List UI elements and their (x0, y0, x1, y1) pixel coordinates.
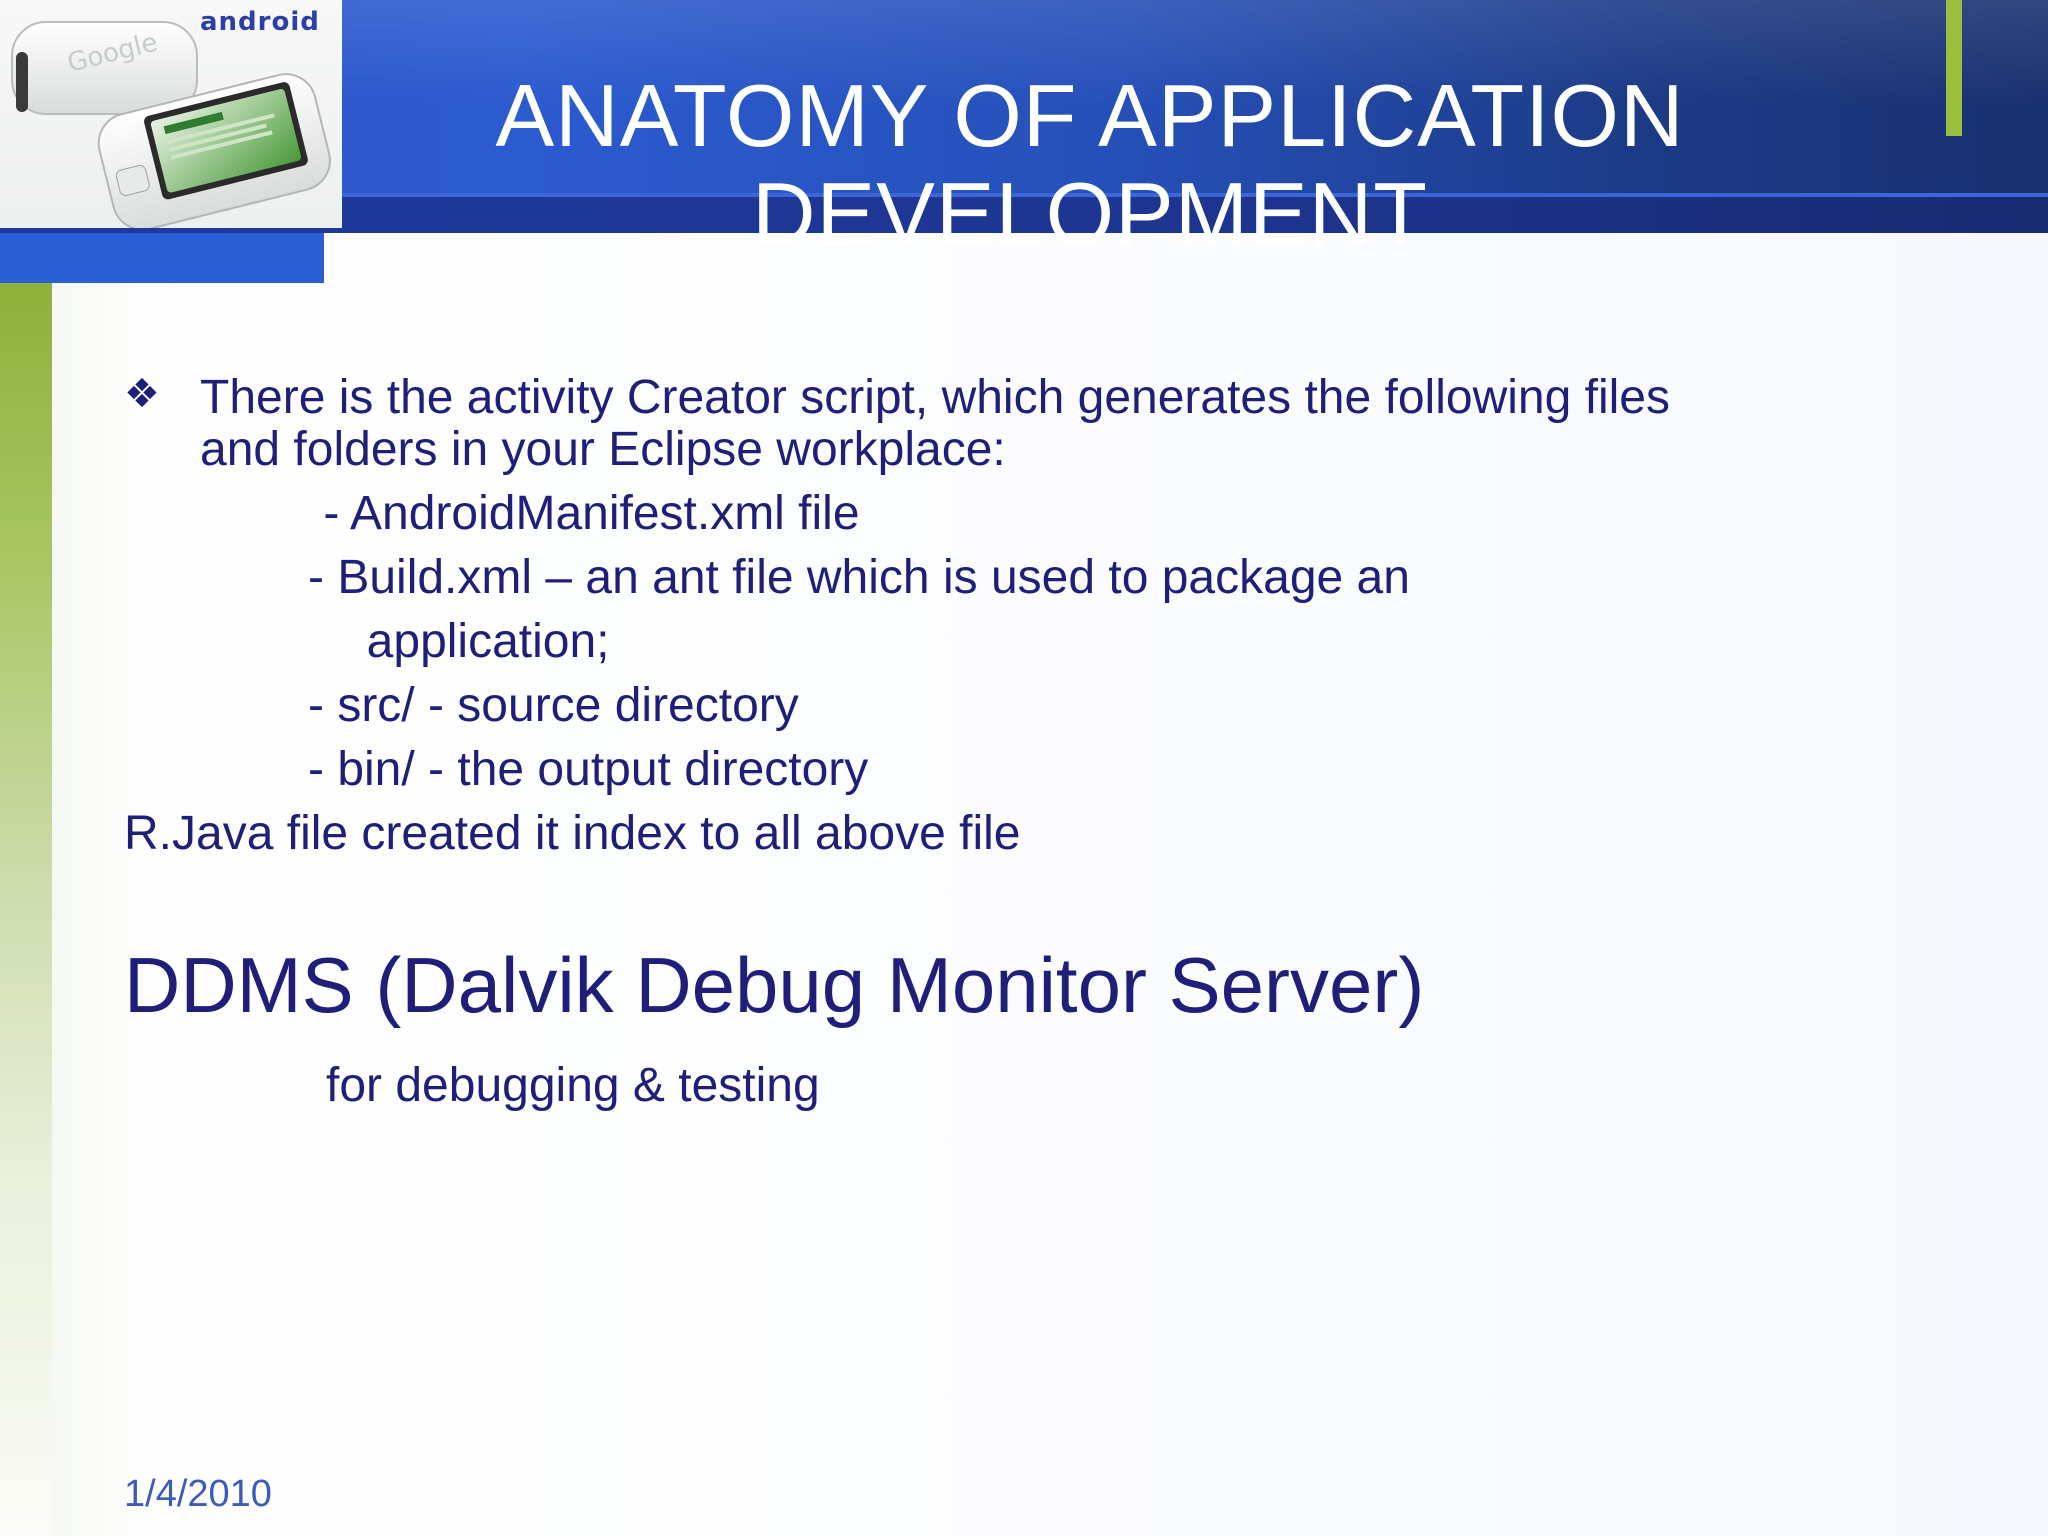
header-corner-block (0, 233, 324, 283)
list-item-build-cont: application; (340, 615, 610, 668)
footer-date: 1/4/2010 (124, 1473, 272, 1515)
list-item-src: - src/ - source directory (308, 679, 799, 732)
left-bar-fade (52, 283, 162, 1536)
rjava-line: R.Java file created it index to all abov… (124, 807, 1021, 860)
header-stripe-line (0, 193, 2048, 197)
title-line-1: ANATOMY OF APPLICATION (495, 65, 1685, 165)
left-green-bar (0, 283, 52, 1536)
list-item-manifest: - AndroidManifest.xml file (310, 487, 860, 540)
ddms-subtitle: for debugging & testing (326, 1059, 820, 1112)
slide-title: ANATOMY OF APPLICATION DEVELOPMENT (400, 65, 1780, 263)
title-line-2: DEVELOPMENT (751, 163, 1429, 263)
bullet-line-2: and folders in your Eclipse workplace: (200, 423, 1006, 476)
phone-illustration-icon: Google android (11, 7, 331, 228)
logo-wordmark: android (200, 7, 320, 37)
green-accent-bar (1946, 0, 1962, 136)
list-item-build: - Build.xml – an ant file which is used … (308, 551, 1410, 604)
bullet-line-1: There is the activity Creator script, wh… (200, 371, 1670, 424)
diamond-bullet-icon: ❖ (124, 372, 160, 416)
list-item-bin: - bin/ - the output directory (308, 743, 869, 796)
ddms-heading: DDMS (Dalvik Debug Monitor Server) (124, 941, 1425, 1029)
android-phone-image: Google android (0, 0, 342, 228)
